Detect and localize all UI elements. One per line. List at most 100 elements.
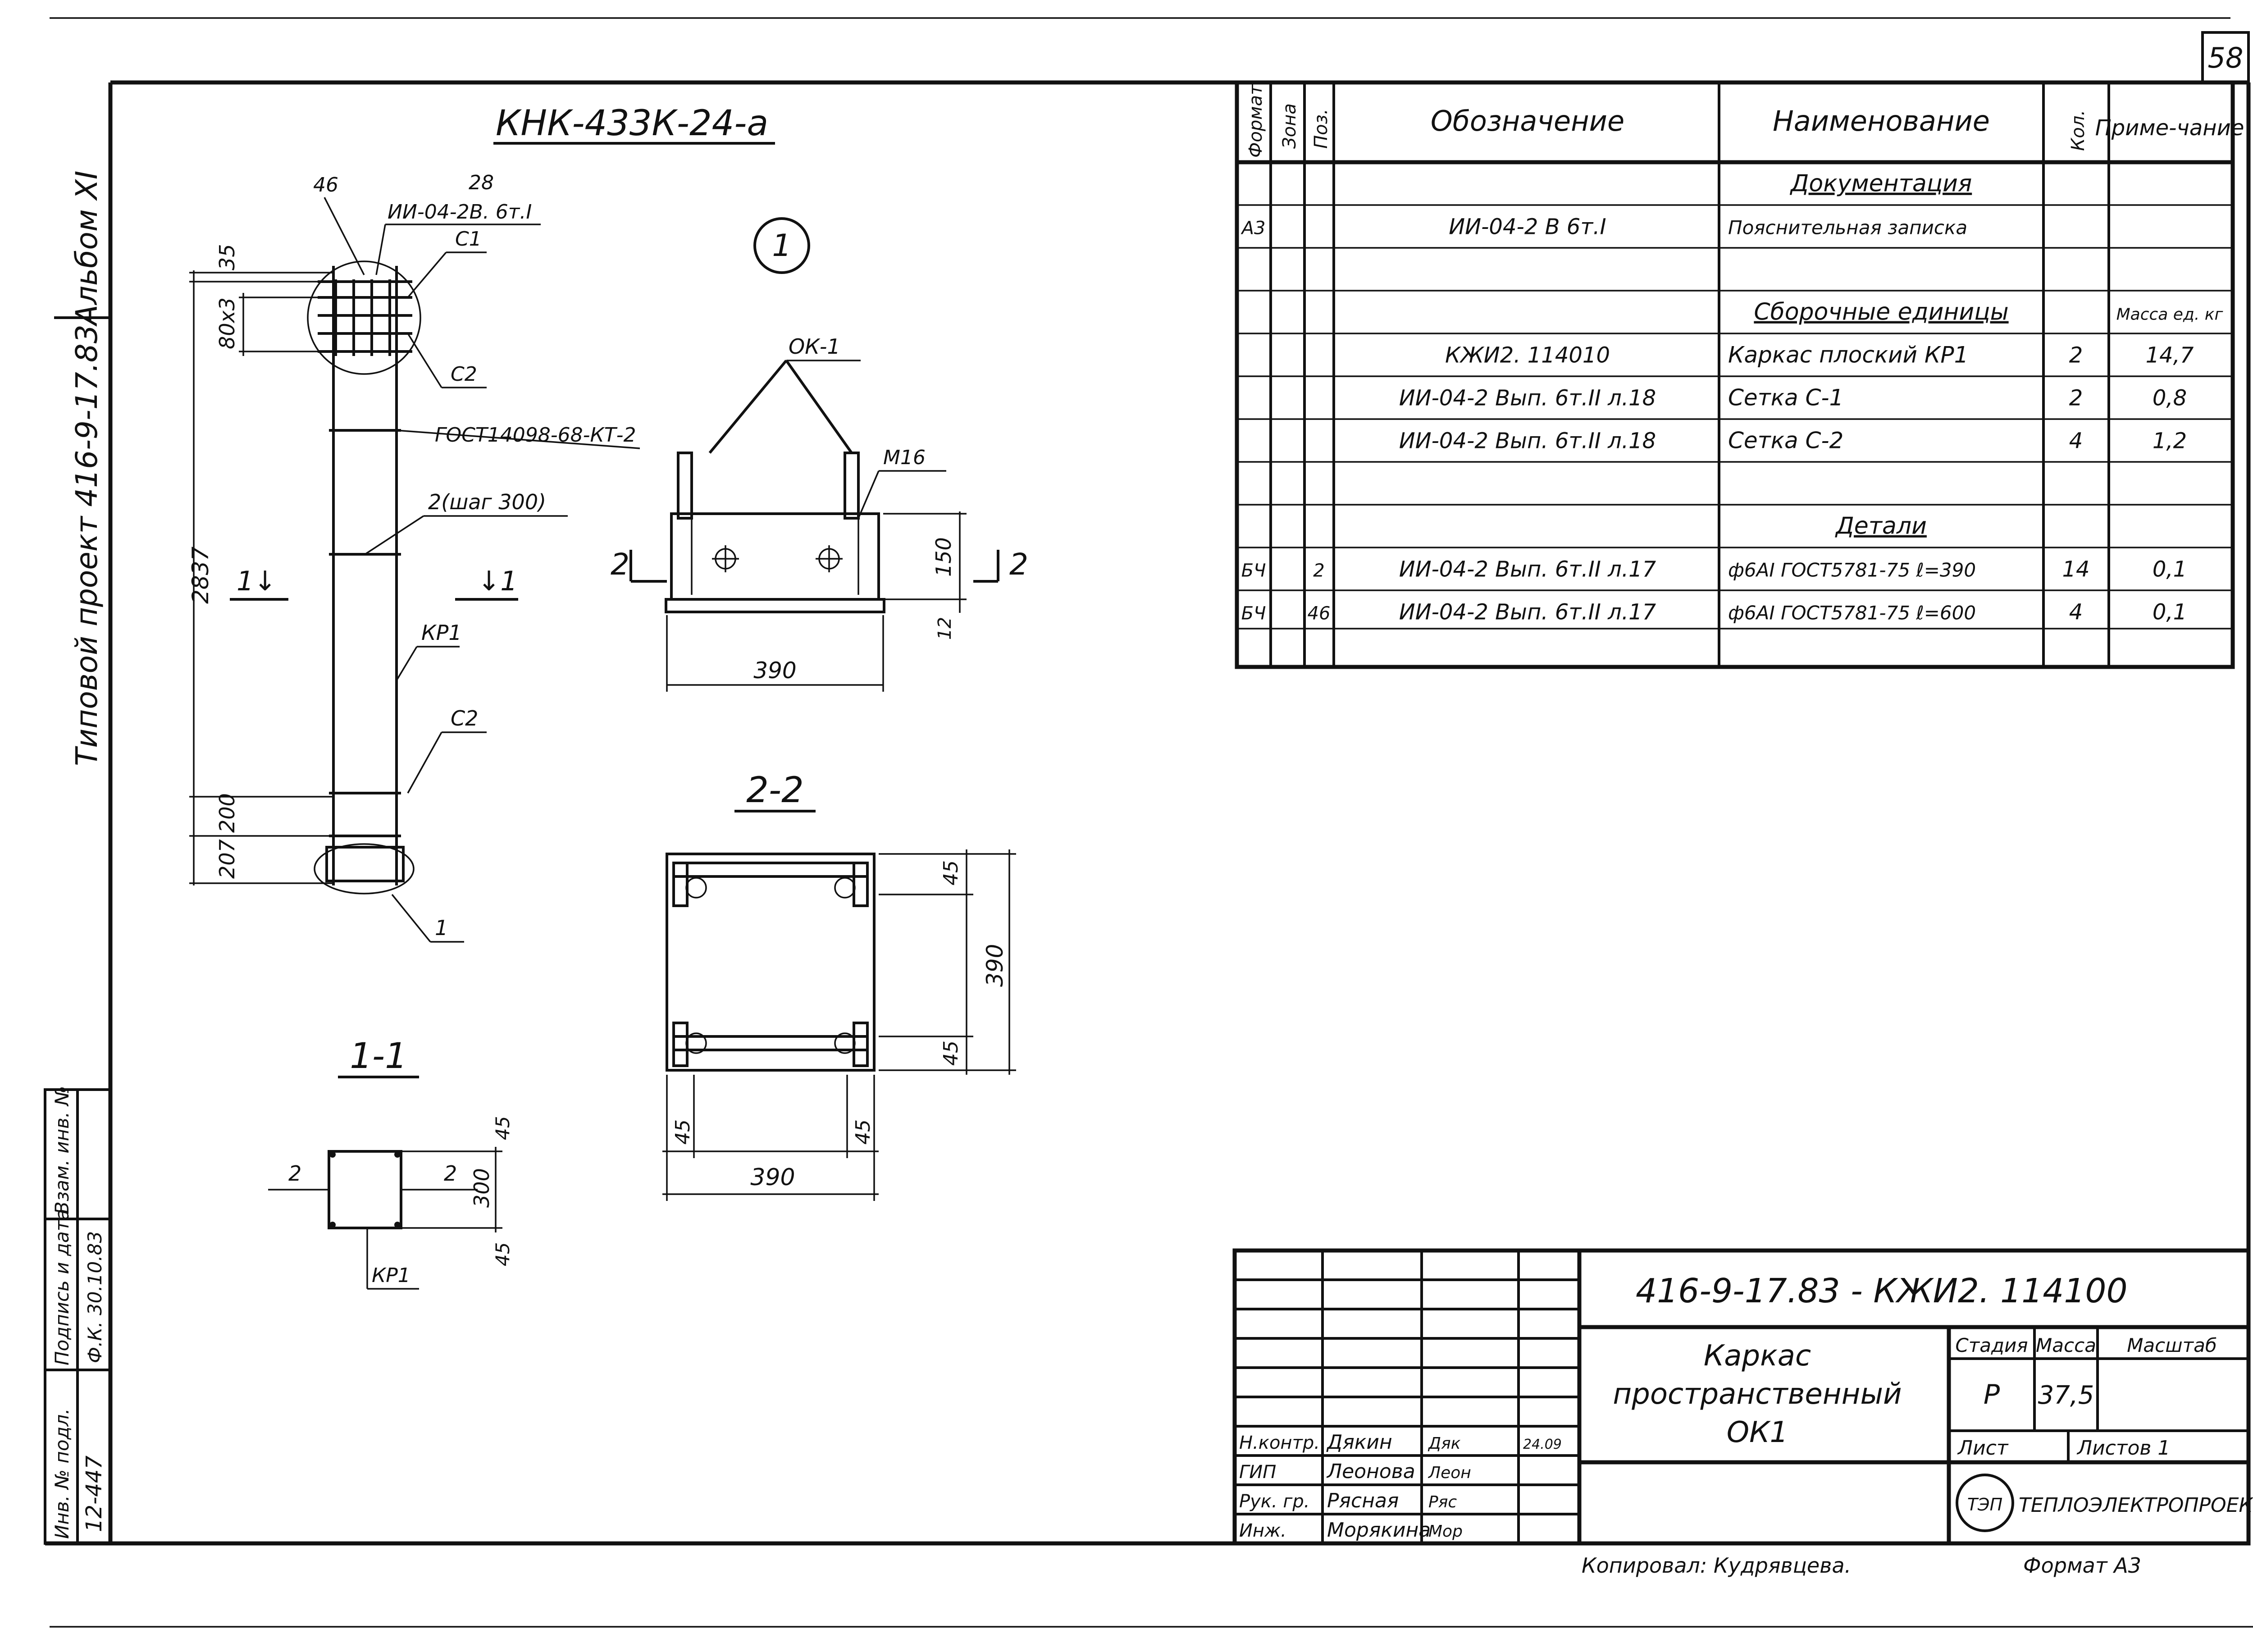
tb-role: Инж.: [1239, 1520, 1286, 1541]
org-logo: [1956, 1474, 2014, 1532]
label-c2-top: C2: [451, 363, 477, 386]
tb-role: Н.контр.: [1239, 1433, 1320, 1453]
sec22-dim-390-v: 390: [982, 944, 1008, 987]
spec-cell-note: 0,1: [2153, 557, 2187, 582]
cut-1-left: 1↓: [237, 566, 276, 597]
tb-mass: 37,5: [2038, 1381, 2094, 1410]
tb-date: 24.09: [1523, 1437, 1562, 1452]
inventory-stamp: Инв. № подл. Подпись и дата Взам. инв. №…: [44, 1086, 112, 1545]
sec22-dim-45-right: 45: [852, 1119, 875, 1145]
title-block: 416-9-17.83 - КЖИ2. 114100 Каркас простр…: [1232, 1248, 2253, 1546]
label-m16: М16: [883, 446, 926, 469]
tb-sheets-label: Листов 1: [2076, 1437, 2170, 1460]
stamp-value-inv: 12-447: [82, 1456, 107, 1532]
sec11-dim-300: 300: [470, 1168, 494, 1208]
tb-name: Морякина: [1327, 1519, 1431, 1542]
specification-table: Формат Зона Поз. Обозначение Наименовани…: [1235, 80, 2244, 669]
spec-cell-name: Каркас плоский КР1: [1728, 342, 1968, 368]
spec-cell-format: БЧ: [1241, 561, 1266, 581]
label-kp1: КР1: [421, 621, 462, 645]
section-2-2: 2-2 45 390 45 45 45 390: [662, 770, 1016, 1201]
sec11-label-2-right: 2: [444, 1161, 457, 1186]
tb-signature: Мор: [1428, 1522, 1463, 1541]
label-c1: C1: [455, 228, 482, 251]
spec-header-note: Приме-чание: [2095, 115, 2244, 141]
spec-cell-note: 14,7: [2146, 343, 2194, 368]
tb-sheet-label: Лист: [1957, 1437, 2009, 1460]
spec-header-qty: Кол.: [2068, 110, 2089, 151]
tb-name: Дякин: [1326, 1431, 1392, 1454]
spec-cell-qty: 4: [2069, 429, 2083, 454]
format-note: Формат А3: [2023, 1553, 2141, 1578]
tb-name: Леонова: [1326, 1460, 1415, 1483]
sec22-dim-390-h: 390: [750, 1164, 795, 1191]
page-number: 58: [2208, 41, 2244, 74]
bottom-detail-ellipse: [314, 843, 415, 894]
sec11-dim-45-top: 45: [492, 1116, 514, 1140]
det1-dim-390: 390: [753, 657, 796, 684]
spec-cell-qty: 2: [2069, 386, 2083, 411]
spec-header-format: Формат: [1245, 84, 1266, 158]
label-ii-28: ИИ-04-2В. 6т.I: [388, 201, 532, 224]
spec-cell-designation: ИИ-04-2 В 6т.I: [1449, 214, 1606, 240]
tb-role: ГИП: [1239, 1462, 1276, 1483]
stamp-label-inv: Инв. № подл.: [51, 1408, 73, 1539]
spec-cell-qty: 2: [2069, 343, 2083, 368]
sec22-dim-45-top: 45: [940, 860, 962, 885]
spec-cell-pos: 2: [1313, 561, 1324, 581]
drawing-title: КНК-433К-24-а: [496, 103, 768, 144]
tb-name-3: ОК1: [1727, 1416, 1788, 1449]
spec-cell-heading: Детали: [1835, 513, 1927, 540]
spec-header-designation: Обозначение: [1431, 105, 1624, 137]
tb-signature: Ряс: [1428, 1493, 1457, 1511]
spec-header-pos: Поз.: [1311, 109, 1332, 149]
label-ok1: ОК-1: [789, 334, 840, 359]
org-logo-letters: ТЭП: [1967, 1495, 2002, 1515]
label-step: 2(шаг 300): [428, 490, 546, 514]
tb-scale-label: Масштаб: [2127, 1334, 2217, 1356]
org-name: ТЕПЛОЭЛЕКТРОПРОЕКТ: [2019, 1494, 2253, 1517]
tb-stage: Р: [1984, 1379, 2000, 1410]
dim-207: 207: [215, 839, 239, 879]
sec22-dim-45-left: 45: [671, 1119, 694, 1145]
tb-name-2: пространственный: [1613, 1378, 1902, 1411]
sec11-label-kp1: КР1: [372, 1264, 410, 1287]
spec-cell-designation: ИИ-04-2 Вып. 6т.II л.18: [1399, 386, 1656, 411]
tb-stage-label: Стадия: [1955, 1334, 2028, 1356]
spec-cell-designation: ИИ-04-2 Вып. 6т.II л.17: [1399, 557, 1656, 582]
label-1: 1: [435, 916, 448, 940]
section-22-title: 2-2: [746, 770, 803, 811]
section-11-title: 1-1: [350, 1036, 407, 1077]
tb-name: Рясная: [1327, 1489, 1399, 1512]
column-elevation: 35 80х3 2837 200 207 46 28 ИИ-04-2В. 6т.…: [187, 171, 640, 943]
cut-1-right: ↓1: [478, 566, 517, 597]
det1-dim-150: 150: [931, 537, 956, 577]
spec-cell-name: ф6АI ГОСТ5781-75 ℓ=390: [1728, 559, 1976, 581]
top-detail-circle: [307, 260, 421, 375]
dim-35: 35: [215, 244, 239, 270]
sec11-dim-45-bottom: 45: [492, 1242, 514, 1266]
stamp-value-sign: Ф.К. 30.10.83: [84, 1231, 106, 1363]
detail-1-marker: 1: [772, 228, 791, 264]
spec-cell-name: Пояснительная записка: [1728, 217, 1967, 239]
spec-cell-pos: 46: [1308, 603, 1331, 624]
sec22-dim-45-bottom: 45: [940, 1040, 962, 1066]
spec-cell-designation: ИИ-04-2 Вып. 6т.II л.18: [1399, 429, 1656, 454]
copied-by: Копировал: Кудрявцева.: [1582, 1553, 1851, 1578]
spec-cell-note: 0,8: [2153, 386, 2187, 411]
spec-cell-designation: КЖИ2. 114010: [1445, 343, 1610, 368]
spec-cell-name: ф6АI ГОСТ5781-75 ℓ=600: [1728, 602, 1976, 624]
spec-cell-name: Сетка С-1: [1728, 385, 1843, 411]
sheet-frame: 58 Типовой проект 416-9-17.83 Альбом XI: [45, 17, 2253, 1628]
label-46: 46: [313, 173, 338, 196]
spec-cell-format: А3: [1241, 218, 1266, 239]
spec-header-name: Наименование: [1773, 105, 1990, 137]
dim-80x3: 80х3: [215, 297, 239, 349]
tb-name-1: Каркас: [1704, 1339, 1811, 1373]
spec-cell-qty: 4: [2069, 600, 2083, 625]
label-c2-bottom: C2: [451, 706, 478, 730]
